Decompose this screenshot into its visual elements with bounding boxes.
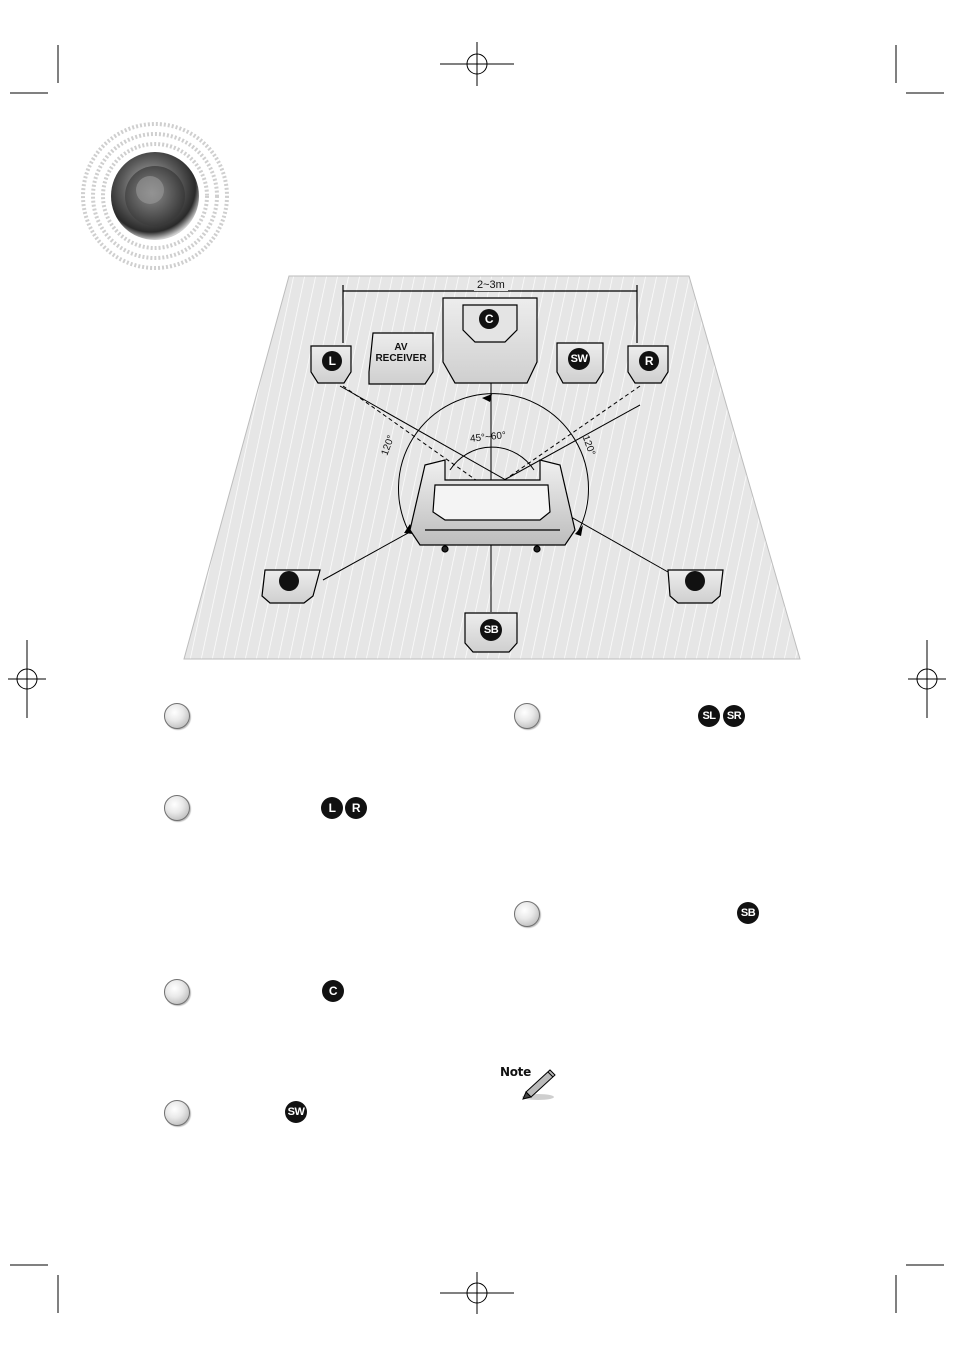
surround-left-box (261, 569, 321, 604)
sofa (409, 459, 576, 553)
surround-right-box (667, 569, 724, 604)
front-right-badge: R (345, 797, 367, 819)
distance-label: 2~3m (474, 279, 508, 291)
registration-mark-top (440, 42, 514, 86)
surround-back-badge: SB (737, 902, 759, 924)
subwoofer-badge: SW (285, 1101, 307, 1123)
diagram-badge-center: C (479, 309, 499, 329)
surround-left-badge: SL (698, 705, 720, 727)
registration-mark-bottom (440, 1272, 514, 1314)
arc-120 (398, 393, 589, 533)
arc-45-60 (449, 446, 535, 471)
section-bullet-1 (164, 703, 190, 729)
section-bullet-surround (514, 703, 540, 729)
diagram-badge-left: L (322, 351, 342, 371)
av-receiver-box (368, 332, 434, 385)
registration-mark-left (8, 640, 46, 718)
registration-mark-right (908, 640, 946, 718)
diagram-badge-surround-back: SB (480, 619, 502, 641)
receiver-label-line2: RECEIVER (375, 353, 427, 364)
receiver-label-line1: AV (394, 342, 408, 353)
surround-right-badge: SR (723, 705, 745, 727)
note-label: Note (500, 1065, 531, 1079)
section-bullet-center (164, 979, 190, 1005)
distance-bracket (342, 285, 638, 343)
section-bullet-subwoofer (164, 1100, 190, 1126)
section-bullet-front (164, 795, 190, 821)
receiver-label: AV RECEIVER (372, 342, 430, 364)
diagram-badge-right: R (639, 351, 659, 371)
diagram-badge-subwoofer: SW (568, 348, 590, 370)
front-left-badge: L (321, 797, 343, 819)
section-bullet-surround-back (514, 901, 540, 927)
center-badge: C (322, 980, 344, 1002)
